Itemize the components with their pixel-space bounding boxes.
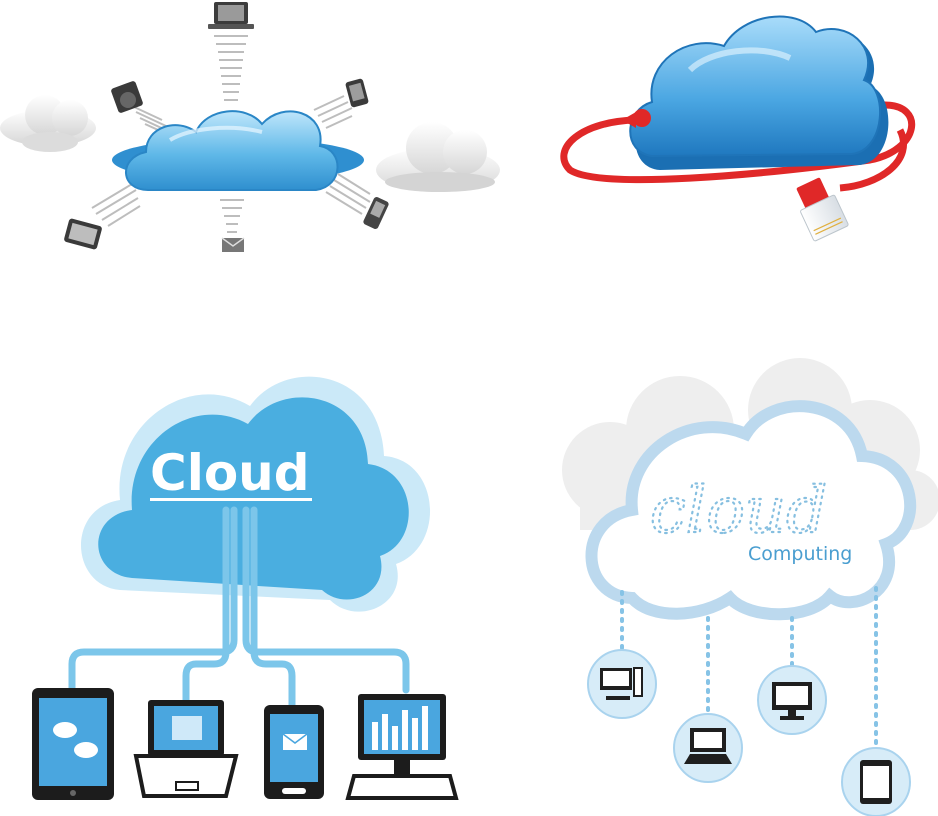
blue-cloud-3d [629, 15, 889, 171]
desktop-icon [587, 649, 657, 719]
phone-icon [345, 78, 369, 108]
cloud-cable-svg [560, 15, 916, 242]
network-lines [68, 506, 410, 709]
envelope-icon [221, 237, 245, 252]
laptop-sync-icon [133, 700, 239, 798]
cloud-computing-illustration: cloud Computing [540, 358, 938, 816]
monitor-icon [757, 665, 827, 735]
ethernet-plug-icon [796, 177, 849, 242]
monitor-chart-icon [345, 694, 459, 800]
tablet-chat-icon [32, 688, 114, 800]
phone-mail-icon [264, 705, 324, 799]
computing-subtitle: Computing [748, 543, 852, 565]
cloud-title: Cloud [150, 444, 310, 502]
cloud-devices-illustration [0, 0, 510, 270]
tablet-icon [64, 218, 102, 250]
cloud-outline [585, 400, 916, 621]
title-underline [150, 498, 312, 501]
tablet-icon [841, 747, 911, 816]
cloud-network-svg: Cloud [32, 376, 459, 800]
dotted-connectors [620, 586, 878, 750]
laptop-icon [673, 713, 743, 783]
smartphone-icon [363, 197, 389, 229]
blue-cloud [112, 110, 364, 191]
laptop-icon [208, 2, 254, 29]
signal-waves [91, 35, 371, 233]
cloud-computing-svg: cloud Computing [562, 358, 938, 816]
cloud-cable-illustration [540, 0, 938, 260]
cloud-script-title: cloud [650, 474, 827, 548]
grey-cloud-left [0, 95, 96, 152]
grey-cloud-right [376, 122, 500, 192]
camera-icon [111, 81, 143, 113]
cable-port [633, 109, 651, 127]
cloud-network-illustration: Cloud [0, 350, 470, 816]
cloud-devices-svg [0, 2, 500, 252]
